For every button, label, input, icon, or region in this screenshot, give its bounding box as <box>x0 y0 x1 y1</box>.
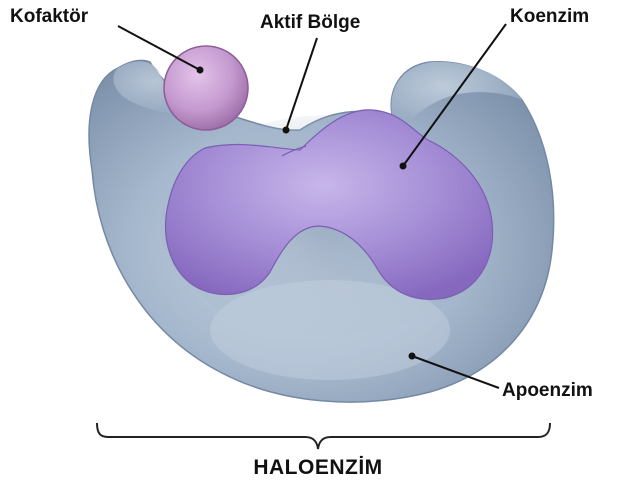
apoenzyme-dot <box>409 353 416 360</box>
coenzyme-dot <box>400 163 407 170</box>
cofactor-shape <box>164 46 248 130</box>
coenzyme-label: Koenzim <box>510 6 589 27</box>
active-site-dot <box>283 127 290 134</box>
active-site-label: Aktif Bölge <box>260 12 360 33</box>
cofactor-dot <box>197 67 204 74</box>
apoenzyme-label: Apoenzim <box>502 380 593 401</box>
holoenzyme-brace <box>97 423 550 449</box>
cofactor-label: Kofaktör <box>10 6 89 27</box>
holoenzyme-label: HALOENZİM <box>253 456 382 479</box>
